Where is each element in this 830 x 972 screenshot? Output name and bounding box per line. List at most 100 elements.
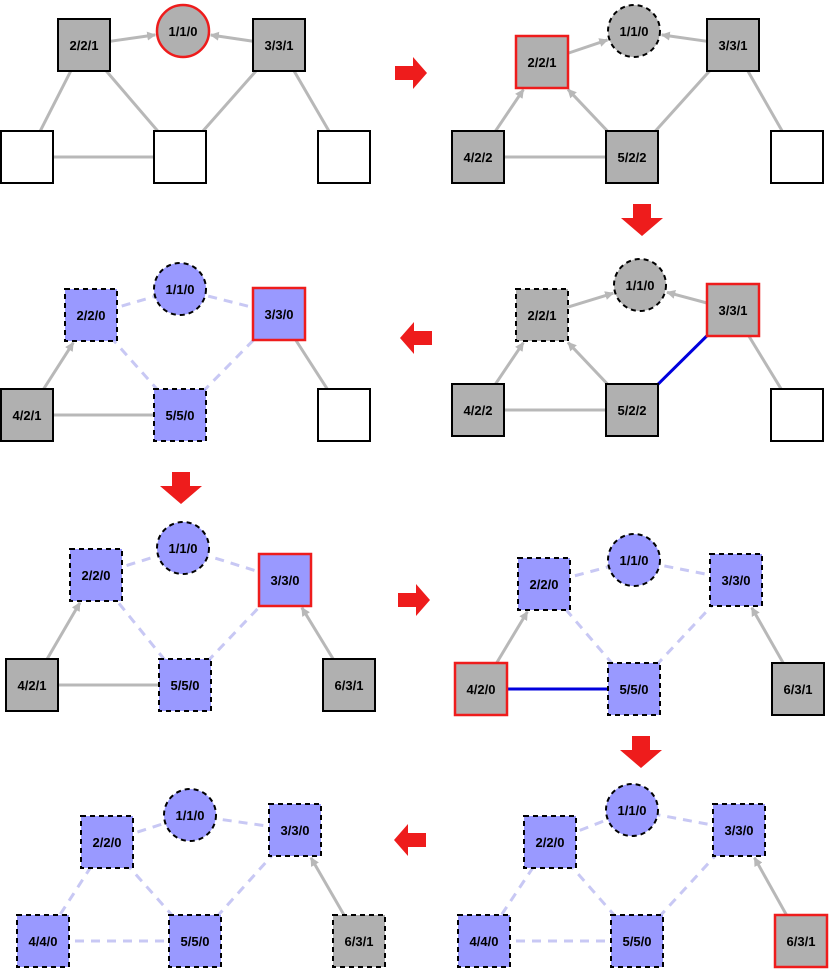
node-label: 4/4/0 — [470, 934, 499, 949]
node-2-2-1-p3: 2/2/1 — [515, 288, 569, 342]
square-node-shape — [773, 913, 829, 969]
square-node-shape — [517, 557, 571, 611]
node-4-2-0-p6: 4/2/0 — [453, 661, 509, 717]
circle-node-shape — [605, 783, 659, 837]
node-1-1-0-p7: 1/1/0 — [605, 783, 659, 837]
square-node-shape — [332, 914, 386, 968]
node-5-2-2-p2: 5/2/2 — [605, 130, 659, 184]
node-label: 3/3/0 — [281, 823, 310, 838]
edge-f-c-arrow — [309, 856, 346, 916]
node-label: 2/2/0 — [82, 568, 111, 583]
node-label: 2/2/1 — [528, 308, 557, 323]
square-node-shape — [451, 130, 505, 184]
node-label: 3/3/0 — [265, 307, 294, 322]
circle-node-shape — [155, 3, 211, 59]
node-3-3-0-p8: 3/3/0 — [268, 803, 322, 857]
node-label: 3/3/0 — [271, 573, 300, 588]
node-label: 4/2/2 — [464, 403, 493, 418]
node-label: 2/2/1 — [70, 38, 99, 53]
transition-arrow-right-icon — [395, 57, 427, 89]
nodes-layer: 2/2/1 1/1/0 3/3/1 2/2/1 1/1/0 3/3/1 4/2/2 5/2/2… — [0, 3, 829, 969]
node-6-3-1-p6: 6/3/1 — [771, 662, 825, 716]
node-2-2-0-p7: 2/2/0 — [523, 815, 577, 869]
node-empty-p2 — [770, 130, 824, 184]
square-node-shape — [605, 383, 659, 437]
node-label: 2/2/1 — [528, 55, 557, 70]
square-node-shape — [5, 658, 59, 712]
node-label: 2/2/0 — [530, 577, 559, 592]
node-6-3-1-p7: 6/3/1 — [773, 913, 829, 969]
edge-d-a-arrow — [494, 88, 525, 132]
node-label: 3/3/1 — [719, 303, 748, 318]
node-label: 2/2/0 — [93, 835, 122, 850]
node-1-1-0-p3: 1/1/0 — [613, 258, 667, 312]
square-node-shape — [709, 553, 763, 607]
square-node-shape — [251, 286, 307, 342]
node-2-2-1-p1: 2/2/1 — [57, 18, 111, 72]
square-node-shape — [453, 661, 509, 717]
edges-layer — [25, 31, 799, 943]
circle-node-shape — [607, 4, 661, 58]
node-empty-p1 — [0, 130, 54, 184]
node-label: 4/4/0 — [29, 934, 58, 949]
edge-c-b-arrow — [209, 31, 254, 43]
square-node-shape — [514, 34, 570, 90]
node-6-3-1-p5: 6/3/1 — [322, 658, 376, 712]
node-label: 1/1/0 — [620, 553, 649, 568]
node-label: 5/5/0 — [171, 678, 200, 693]
transition-arrow-down-icon — [620, 736, 662, 768]
square-node-shape — [158, 658, 212, 712]
transition-arrow-right-icon — [398, 584, 430, 616]
node-1-1-0-p1: 1/1/0 — [155, 3, 211, 59]
node-3-3-0-p7: 3/3/0 — [712, 803, 766, 857]
square-node-shape — [322, 658, 376, 712]
node-label: 1/1/0 — [176, 808, 205, 823]
edge-e-a-arrow — [566, 88, 609, 133]
square-node-shape — [610, 914, 664, 968]
node-3-3-0-p6: 3/3/0 — [709, 553, 763, 607]
square-node-shape — [0, 388, 54, 442]
square-node-shape — [0, 130, 54, 184]
square-node-shape — [257, 552, 313, 608]
square-node-shape — [607, 662, 661, 716]
node-empty-p1 — [317, 130, 371, 184]
transition-arrows-layer — [160, 57, 663, 856]
square-node-shape — [16, 914, 70, 968]
edge-d-a-arrow — [495, 610, 529, 664]
square-node-shape — [457, 914, 511, 968]
node-label: 6/3/1 — [345, 934, 374, 949]
edge-d-a-arrow — [45, 601, 82, 660]
circle-node-shape — [163, 788, 217, 842]
node-4-2-2-p2: 4/2/2 — [451, 130, 505, 184]
node-label: 4/2/1 — [13, 408, 42, 423]
node-2-2-1-p2: 2/2/1 — [514, 34, 570, 90]
node-5-5-0-p6: 5/5/0 — [607, 662, 661, 716]
node-label: 3/3/0 — [725, 823, 754, 838]
transition-arrow-left-icon — [394, 824, 426, 856]
node-label: 1/1/0 — [169, 24, 198, 39]
node-4-2-1-p5: 4/2/1 — [5, 658, 59, 712]
square-node-shape — [252, 18, 306, 72]
node-label: 5/2/2 — [618, 150, 647, 165]
square-node-shape — [317, 388, 371, 442]
node-label: 5/5/0 — [181, 934, 210, 949]
node-empty-p1 — [153, 130, 207, 184]
square-node-shape — [80, 815, 134, 869]
node-label: 6/3/1 — [335, 678, 364, 693]
node-3-3-1-p1: 3/3/1 — [252, 18, 306, 72]
square-node-shape — [64, 288, 118, 342]
node-1-1-0-p2: 1/1/0 — [607, 4, 661, 58]
edge-d-a-arrow — [42, 341, 75, 390]
square-node-shape — [771, 662, 825, 716]
node-1-1-0-p8: 1/1/0 — [163, 788, 217, 842]
node-label: 4/2/1 — [18, 678, 47, 693]
node-label: 2/2/0 — [536, 835, 565, 850]
node-label: 2/2/0 — [77, 308, 106, 323]
edge-c-b-arrow — [660, 31, 708, 43]
edge-a-b-arrow — [567, 291, 615, 309]
transition-arrow-down-icon — [160, 472, 202, 504]
node-2-2-0-p4: 2/2/0 — [64, 288, 118, 342]
circle-node-shape — [607, 533, 661, 587]
square-node-shape — [168, 914, 222, 968]
